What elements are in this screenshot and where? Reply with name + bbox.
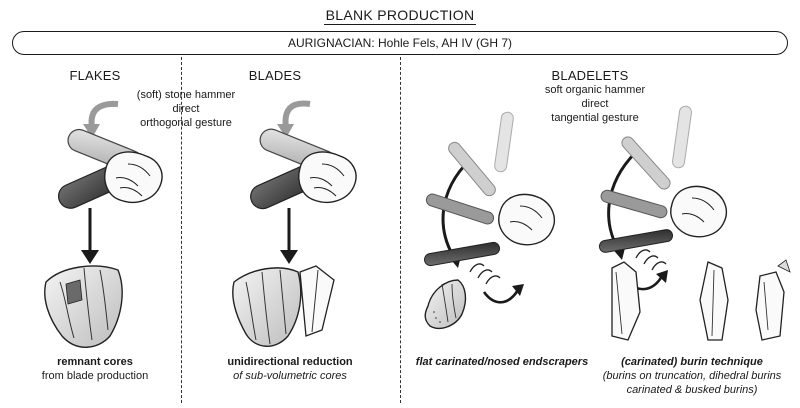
culture-banner: AURIGNACIAN: Hohle Fels, AH IV (GH 7) <box>12 31 788 55</box>
caption-flakes-title: remnant cores <box>57 356 133 368</box>
stone-hammer-label: (soft) stone hammer direct orthogonal ge… <box>116 88 256 130</box>
divider-flakes-blades <box>181 57 182 403</box>
caption-endscrapers: flat carinated/nosed endscrapers <box>412 355 592 369</box>
caption-burins: (carinated) burin technique (burins on t… <box>588 355 796 397</box>
heading-bladelets: BLADELETS <box>551 68 629 83</box>
organic-hammer-label: soft organic hammer direct tangential ge… <box>520 83 670 125</box>
endscraper-hammer-pos2 <box>448 141 496 197</box>
endscraper-hammer-pos4 <box>423 241 501 267</box>
heading-blades: BLADES <box>248 68 302 83</box>
blades-detached-blade <box>299 265 335 337</box>
endscraper-hammer-pos3 <box>425 193 495 225</box>
burin-artifact-1 <box>611 261 641 341</box>
organic-hammer-line3: tangential gesture <box>551 112 639 124</box>
organic-hammer-line2: direct <box>581 98 609 110</box>
blades-arrowhead <box>280 250 298 264</box>
endscraper-artifact <box>424 279 467 330</box>
flakes-curved-arrow <box>83 100 119 138</box>
burin-hammer-pos2 <box>621 136 671 190</box>
caption-endscrapers-title: flat carinated/nosed endscrapers <box>415 356 589 368</box>
burin-hammer-pos4 <box>598 229 674 253</box>
stone-hammer-line2: direct <box>172 103 200 115</box>
stone-hammer-line3: orthogonal gesture <box>140 117 232 129</box>
endscraper-hand-icon <box>498 193 556 246</box>
blades-hand-icon <box>298 151 357 204</box>
burin-hammer-pos3 <box>600 189 668 219</box>
caption-blades-sub: of sub-volumetric cores <box>233 370 347 382</box>
divider-blades-bladelets <box>400 57 401 403</box>
caption-flakes-sub: from blade production <box>41 370 149 382</box>
burin-artifact-3 <box>755 259 791 341</box>
flakes-arrowhead <box>81 250 99 264</box>
organic-hammer-line1: soft organic hammer <box>544 84 646 96</box>
stone-hammer-line1: (soft) stone hammer <box>136 89 236 101</box>
burin-artifact-2 <box>699 261 729 341</box>
endscraper-bladelets <box>469 263 501 285</box>
flakes-hand-icon <box>104 151 163 204</box>
burin-hand-icon <box>670 185 728 238</box>
blades-curved-arrow <box>277 100 311 138</box>
caption-flakes: remnant cores from blade production <box>20 355 170 383</box>
caption-burins-sub1: (burins on truncation, dihedral burins <box>602 370 782 382</box>
caption-blades: unidirectional reduction of sub-volumetr… <box>200 355 380 383</box>
endscraper-hammer-pos1 <box>494 111 514 173</box>
caption-blades-title: unidirectional reduction <box>227 356 353 368</box>
blades-core <box>232 267 302 347</box>
burin-spalls <box>635 249 667 271</box>
endscraper-rotation-arrow <box>482 284 524 304</box>
caption-burins-sub2: carinated & busked burins) <box>626 384 758 396</box>
flakes-remnant-core <box>44 265 123 348</box>
caption-burins-title: (carinated) burin technique <box>621 356 763 368</box>
diagram-title: BLANK PRODUCTION <box>323 7 477 25</box>
burin-hammer-pos1 <box>672 105 692 169</box>
heading-flakes: FLAKES <box>69 68 121 83</box>
